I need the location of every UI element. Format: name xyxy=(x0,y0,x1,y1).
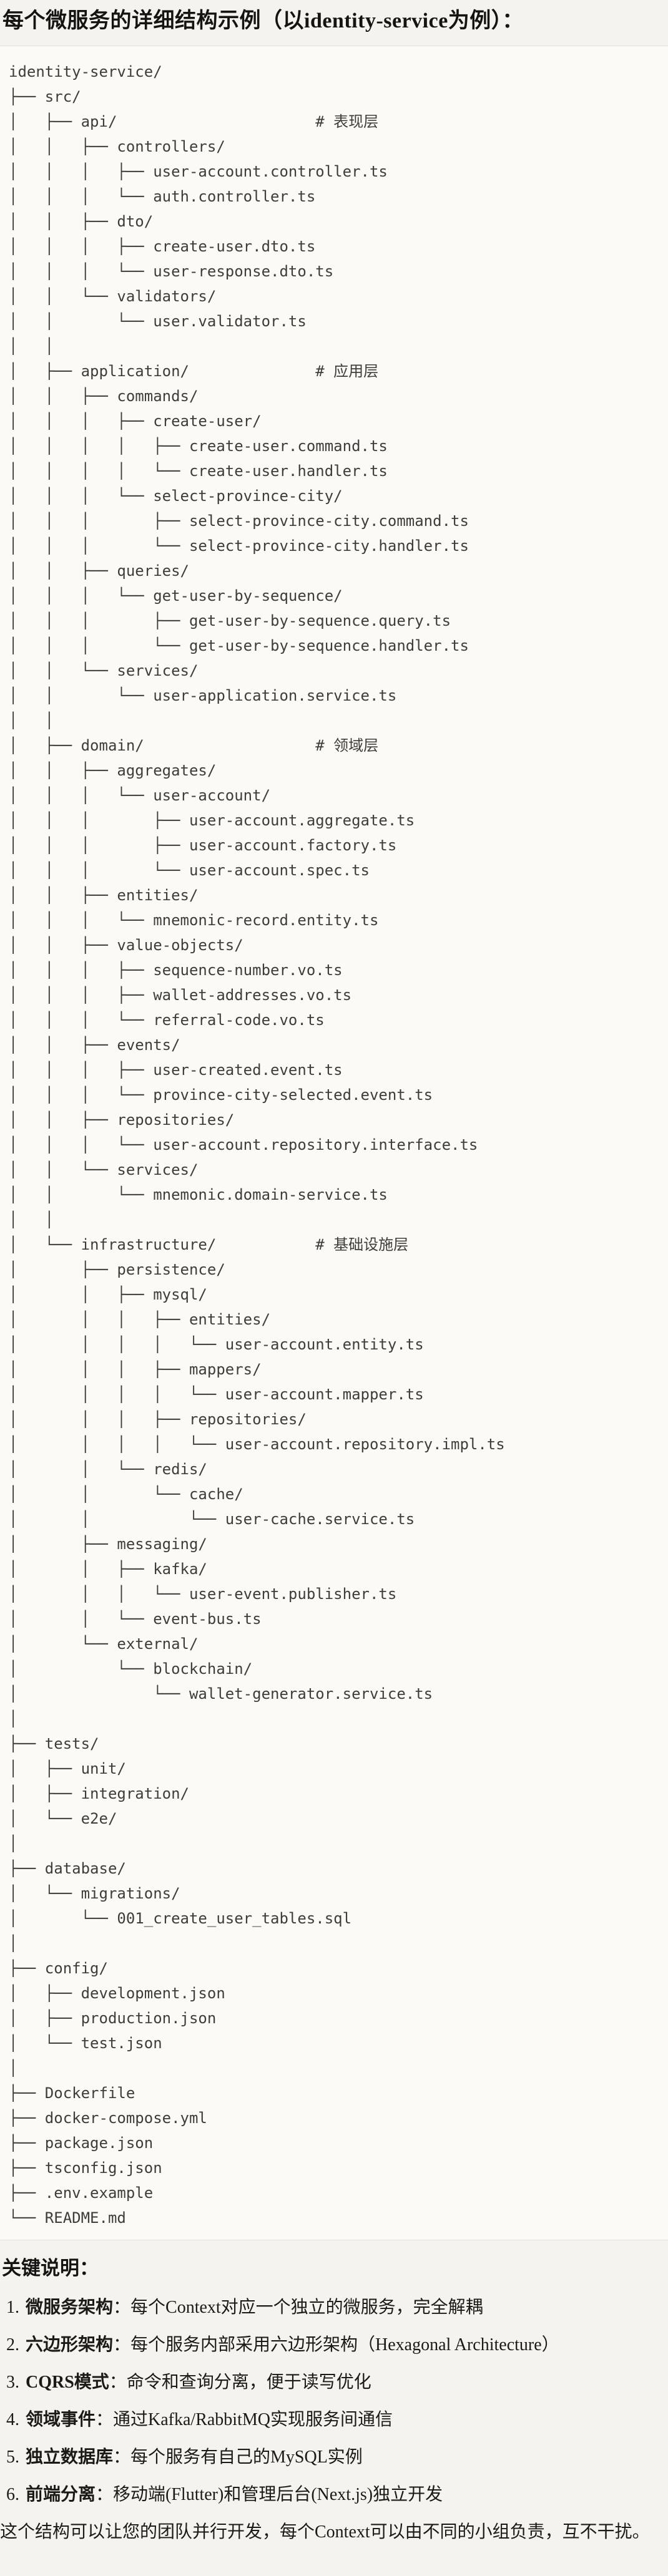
notes-heading: 关键说明： xyxy=(2,2257,99,2279)
closing-paragraph: 这个结构可以让您的团队并行开发，每个Context可以由不同的小组负责，互不干扰… xyxy=(0,2522,650,2542)
note-text: ：移动端(Flutter)和管理后台(Next.js)独立开发 xyxy=(96,2485,443,2504)
note-number: 6. xyxy=(6,2485,19,2504)
note-text: ：每个服务内部采用六边形架构（Hexagonal Architecture） xyxy=(113,2335,559,2355)
note-number: 2. xyxy=(6,2335,19,2355)
note-item-cqrs: 3. CQRS模式：命令和查询分离，便于读写优化 xyxy=(6,2372,668,2393)
note-label: 六边形架构 xyxy=(26,2335,114,2355)
note-item-database: 5. 独立数据库：每个服务有自己的MySQL实例 xyxy=(6,2447,668,2468)
notes-section: 关键说明： 1. 微服务架构：每个Context对应一个独立的微服务，完全解耦 2… xyxy=(0,2256,668,2543)
note-number: 5. xyxy=(6,2447,19,2467)
note-label: 独立数据库 xyxy=(26,2447,114,2467)
note-label: 前端分离 xyxy=(26,2485,96,2504)
note-item-domain-events: 4. 领域事件：通过Kafka/RabbitMQ实现服务间通信 xyxy=(6,2409,668,2431)
note-number: 4. xyxy=(6,2410,19,2429)
note-label: CQRS模式 xyxy=(26,2373,109,2392)
document-page: 每个微服务的详细结构示例（以identity-service为例）： ident… xyxy=(0,7,668,2556)
note-text: ：每个Context对应一个独立的微服务，完全解耦 xyxy=(113,2298,483,2317)
note-number: 3. xyxy=(6,2373,19,2392)
notes-list: 1. 微服务架构：每个Context对应一个独立的微服务，完全解耦 2. 六边形架构… xyxy=(0,2297,668,2506)
note-text: ：每个服务有自己的MySQL实例 xyxy=(113,2447,363,2467)
directory-tree: identity-service/ ├── src/ │ ├── api/ # … xyxy=(9,63,505,2227)
note-item-hexagonal: 2. 六边形架构：每个服务内部采用六边形架构（Hexagonal Architec… xyxy=(6,2335,668,2356)
note-label: 微服务架构 xyxy=(26,2298,114,2317)
note-text: ：通过Kafka/RabbitMQ实现服务间通信 xyxy=(96,2410,393,2429)
note-number: 1. xyxy=(6,2298,19,2317)
note-item-microservice: 1. 微服务架构：每个Context对应一个独立的微服务，完全解耦 xyxy=(6,2297,668,2318)
note-label: 领域事件 xyxy=(26,2410,96,2429)
code-block: identity-service/ ├── src/ │ ├── api/ # … xyxy=(0,46,668,2240)
note-item-frontend: 6. 前端分离：移动端(Flutter)和管理后台(Next.js)独立开发 xyxy=(6,2484,668,2506)
page-title: 每个微服务的详细结构示例（以identity-service为例）： xyxy=(2,9,524,32)
note-text: ：命令和查询分离，便于读写优化 xyxy=(109,2373,371,2392)
